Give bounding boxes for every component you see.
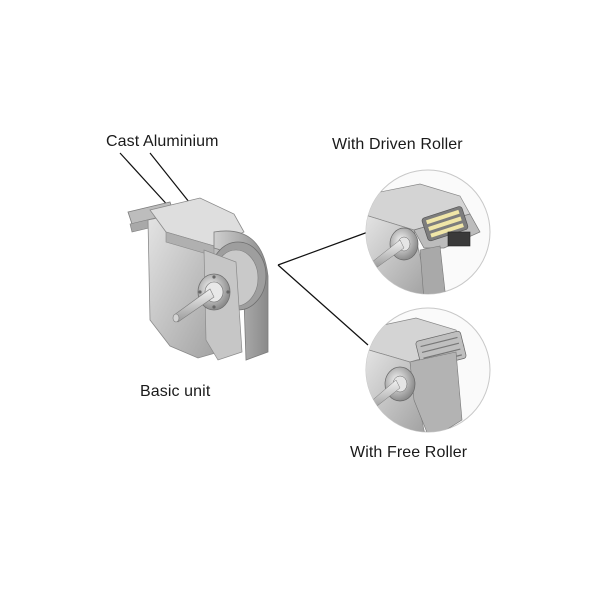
- basic-unit-illustration: [127, 197, 269, 361]
- free-roller-label: With Free Roller: [350, 444, 468, 461]
- driven-roller-leader: [277, 231, 369, 266]
- driven-roller-label: With Driven Roller: [332, 136, 463, 153]
- cast-aluminium-label: Cast Aluminium: [106, 133, 219, 150]
- driven-roller-detail: [365, 169, 491, 295]
- basic-unit-label: Basic unit: [140, 383, 211, 400]
- free-roller-leader: [277, 264, 369, 346]
- cast-aluminium-leader-1: [119, 152, 173, 211]
- free-roller-detail: [365, 307, 491, 433]
